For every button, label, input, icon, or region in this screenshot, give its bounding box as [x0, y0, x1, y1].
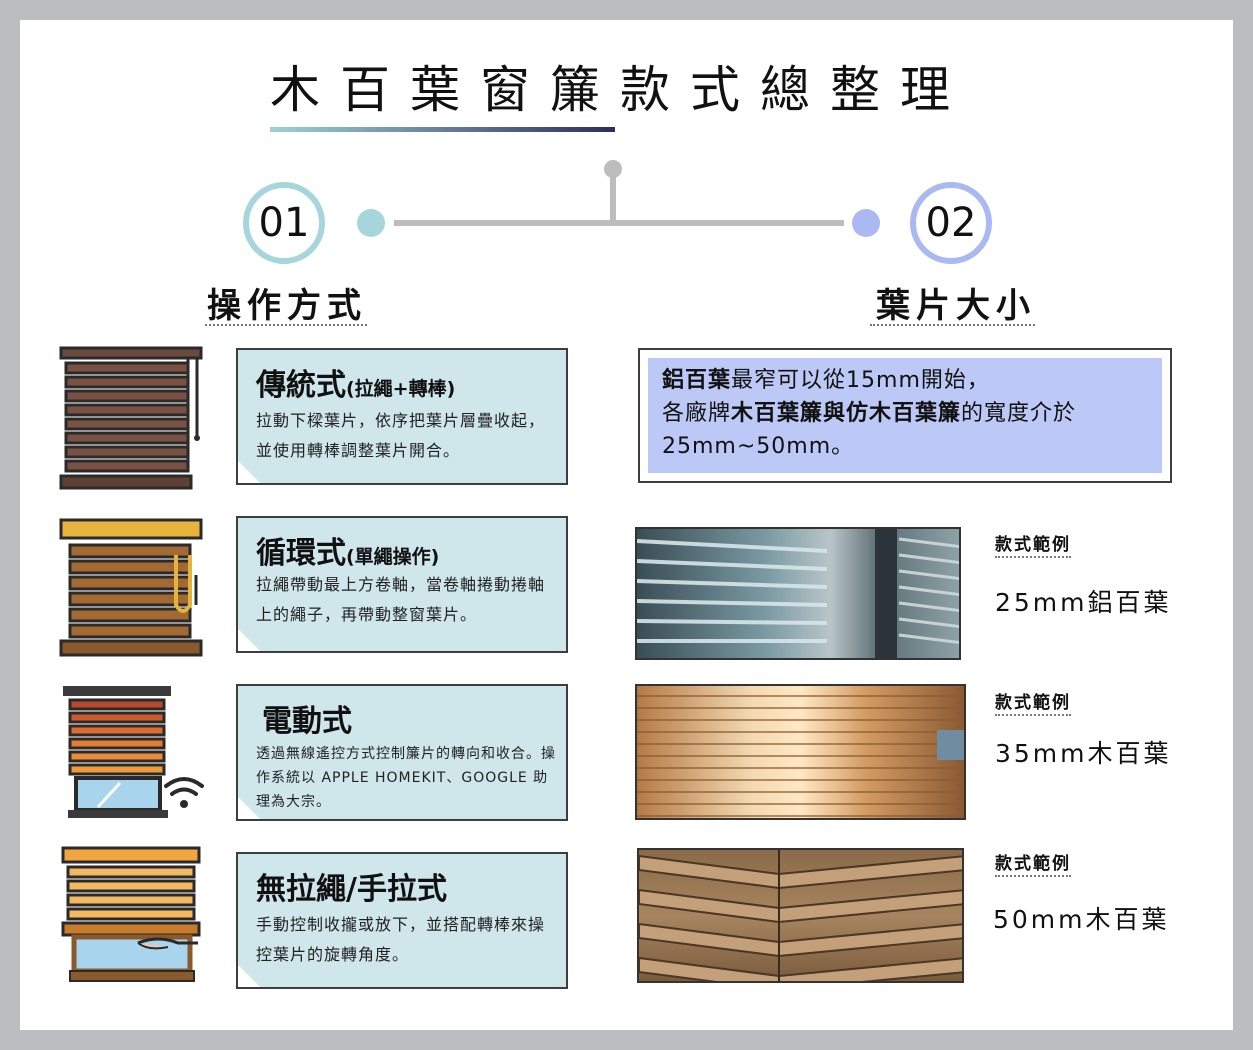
label-divider	[995, 714, 1071, 716]
card-description: 拉動下樑葉片，依序把葉片層疊收起，並使用轉棒調整葉片開合。	[256, 411, 546, 460]
label-divider	[995, 875, 1071, 877]
aluminum-blind-photo	[635, 527, 961, 660]
label-divider	[995, 556, 1071, 558]
traditional-blind-icon	[59, 346, 203, 490]
example-size: 50mm木百葉	[993, 905, 1170, 934]
example-label: 款式範例	[995, 535, 1071, 555]
example-size: 35mm木百葉	[995, 739, 1172, 768]
operation-card-motorized: 電動式 透過無線遙控方式控制簾片的轉向和收合。操作系統以 APPLE HOMEK…	[236, 684, 568, 821]
card-title: 無拉繩/手拉式	[256, 872, 447, 907]
card-title: 電動式	[262, 704, 352, 739]
wood-blind-50mm-photo	[637, 848, 964, 983]
slat-size-text: 鋁百葉最窄可以從15mm開始， 各廠牌木百葉簾與仿木百葉簾的寬度介於 25mm~…	[662, 368, 1077, 459]
heading-divider	[870, 324, 1035, 326]
operation-card-traditional: 傳統式(拉繩+轉棒) 拉動下樑葉片，依序把葉片層疊收起，並使用轉棒調整葉片開合。	[236, 348, 568, 485]
card-title: 循環式(單繩操作)	[256, 536, 440, 571]
example-label: 款式範例	[995, 854, 1071, 874]
infographic-panel	[20, 20, 1233, 1030]
page-title: 木百葉窗簾款式總整理	[270, 61, 970, 119]
section-number-02: 02	[910, 182, 992, 264]
section-heading-size: 葉片大小	[876, 286, 1036, 326]
section-number-01: 01	[243, 182, 325, 264]
title-underline	[270, 127, 615, 132]
example-label: 款式範例	[995, 693, 1071, 713]
wood-blind-35mm-photo	[635, 684, 966, 820]
cordless-blind-icon	[61, 846, 201, 982]
card-title: 傳統式(拉繩+轉棒)	[256, 368, 456, 403]
loop-blind-icon	[59, 518, 203, 657]
operation-card-cordless: 無拉繩/手拉式 手動控制收攏或放下，並搭配轉棒來操控葉片的旋轉角度。	[236, 852, 568, 989]
section-heading-operation: 操作方式	[207, 286, 367, 326]
slat-size-info-box: 鋁百葉最窄可以從15mm開始， 各廠牌木百葉簾與仿木百葉簾的寬度介於 25mm~…	[638, 348, 1172, 483]
heading-divider	[205, 324, 367, 326]
card-description: 拉繩帶動最上方卷軸，當卷軸捲動捲軸上的繩子，再帶動整窗葉片。	[256, 575, 546, 624]
card-description: 手動控制收攏或放下，並搭配轉棒來操控葉片的旋轉角度。	[256, 915, 546, 964]
motorized-blind-icon	[63, 686, 204, 818]
connector-diagram	[357, 160, 880, 237]
card-description: 透過無線遙控方式控制簾片的轉向和收合。操作系統以 APPLE HOMEKIT、G…	[256, 746, 556, 810]
example-size: 25mm鋁百葉	[995, 588, 1172, 617]
operation-card-loop: 循環式(單繩操作) 拉繩帶動最上方卷軸，當卷軸捲動捲軸上的繩子，再帶動整窗葉片。	[236, 516, 568, 653]
